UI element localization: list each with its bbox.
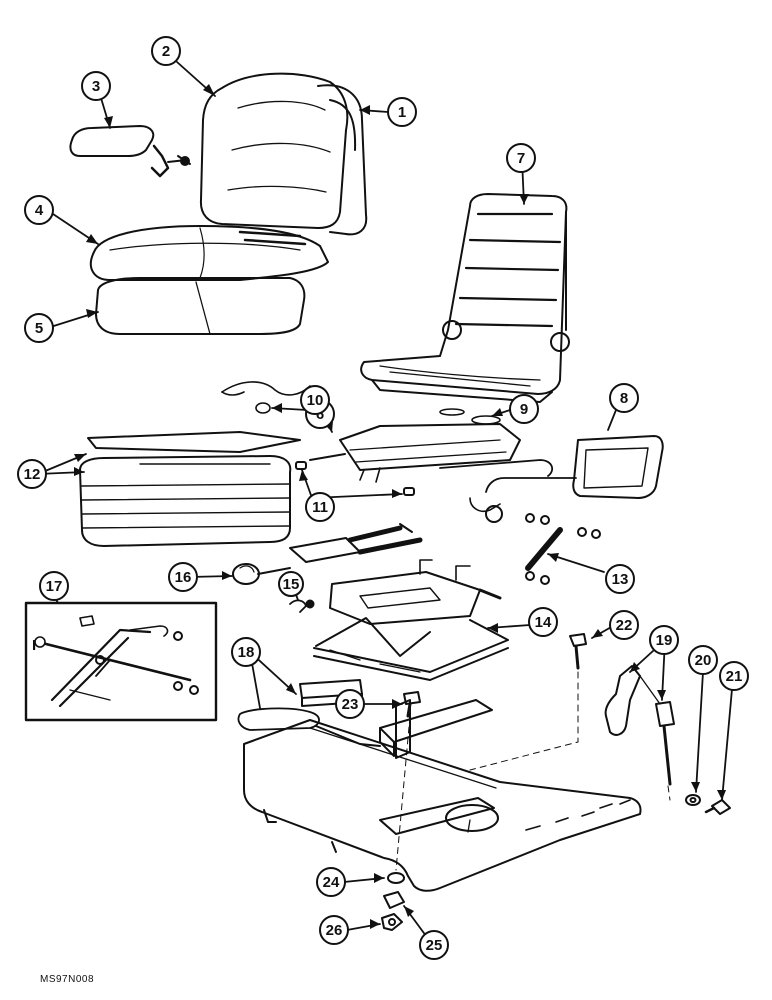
callout-12: 12 xyxy=(17,459,47,489)
spacers xyxy=(295,461,415,496)
callout-18: 18 xyxy=(231,637,261,667)
callout-17-label: 17 xyxy=(46,578,63,595)
callout-13-label: 13 xyxy=(612,571,629,588)
callout-4-label: 4 xyxy=(35,202,44,219)
base-plate xyxy=(243,719,642,892)
leader-lines xyxy=(37,61,734,945)
seat-base-foam xyxy=(95,277,306,335)
callout-5: 5 xyxy=(24,313,54,343)
callout-3: 3 xyxy=(81,71,111,101)
callout-16-label: 16 xyxy=(175,569,192,586)
callout-26: 26 xyxy=(319,915,349,945)
callout-15-label: 15 xyxy=(283,576,300,593)
callout-10: 10 xyxy=(300,385,330,415)
adjust-knob xyxy=(232,563,291,585)
callout-24-label: 24 xyxy=(323,874,340,891)
callout-2-label: 2 xyxy=(162,43,170,60)
backrest-cushion xyxy=(199,72,349,246)
callout-14-label: 14 xyxy=(535,614,552,631)
callout-15: 15 xyxy=(278,571,304,597)
leader-arrowheads xyxy=(74,84,726,929)
callout-3-label: 3 xyxy=(92,78,100,95)
callout-2: 2 xyxy=(151,36,181,66)
scissor-inset-box xyxy=(24,601,218,722)
callout-9-label: 9 xyxy=(520,401,528,418)
callout-19-label: 19 xyxy=(656,632,673,649)
callout-6-label: 6 xyxy=(316,406,324,423)
backrest-cover xyxy=(317,84,368,236)
callout-26-label: 26 xyxy=(326,922,343,939)
callout-20-label: 20 xyxy=(695,652,712,669)
bolt-22 xyxy=(569,633,587,670)
bolt-21 xyxy=(704,799,731,815)
callout-13: 13 xyxy=(605,564,635,594)
callout-1-label: 1 xyxy=(398,104,406,121)
callout-25-label: 25 xyxy=(426,937,443,954)
callout-23: 23 xyxy=(335,689,365,719)
back-panel xyxy=(469,435,664,523)
callout-1: 1 xyxy=(387,97,417,127)
shock-absorber xyxy=(525,513,601,585)
nut-25 xyxy=(383,891,405,909)
seat-cushion xyxy=(89,225,329,281)
callout-8-label: 8 xyxy=(620,390,628,407)
callout-8: 8 xyxy=(609,383,639,413)
armrest xyxy=(69,125,191,178)
callout-17: 17 xyxy=(39,571,69,601)
callout-21: 21 xyxy=(719,661,749,691)
callout-22: 22 xyxy=(609,610,639,640)
callout-21-label: 21 xyxy=(726,668,743,685)
seat-belt xyxy=(604,665,675,786)
clip xyxy=(289,599,315,613)
nut-26 xyxy=(381,913,403,931)
callout-9: 9 xyxy=(509,394,539,424)
callout-12-label: 12 xyxy=(24,466,41,483)
callout-24: 24 xyxy=(316,867,346,897)
inset-marker-label: I xyxy=(32,637,36,654)
callout-25: 25 xyxy=(419,930,449,960)
washer-24 xyxy=(387,872,405,884)
callout-7-label: 7 xyxy=(517,150,525,167)
callout-5-label: 5 xyxy=(35,320,43,337)
callout-16: 16 xyxy=(168,562,198,592)
callout-4: 4 xyxy=(24,195,54,225)
slide-rail-assembly xyxy=(309,423,554,483)
callout-19: 19 xyxy=(649,625,679,655)
callout-7: 7 xyxy=(506,143,536,173)
dashed-center-lines xyxy=(395,671,671,871)
suspension-frame xyxy=(313,559,509,681)
bolt-23 xyxy=(403,691,421,718)
callout-14: 14 xyxy=(528,607,558,637)
spring-assembly xyxy=(289,523,423,563)
callout-20: 20 xyxy=(688,645,718,675)
seat-frame xyxy=(360,193,570,403)
washer-20 xyxy=(685,794,701,806)
callout-11: 11 xyxy=(305,492,335,522)
callout-18-label: 18 xyxy=(238,644,255,661)
drawing-code: MS97N008 xyxy=(40,974,95,985)
callout-22-label: 22 xyxy=(616,617,633,634)
cable xyxy=(221,381,311,414)
gaskets xyxy=(439,408,501,425)
suspension-bellows xyxy=(79,431,301,547)
callout-11-label: 11 xyxy=(312,499,328,516)
callout-10-label: 10 xyxy=(307,392,324,409)
callout-23-label: 23 xyxy=(342,696,359,713)
